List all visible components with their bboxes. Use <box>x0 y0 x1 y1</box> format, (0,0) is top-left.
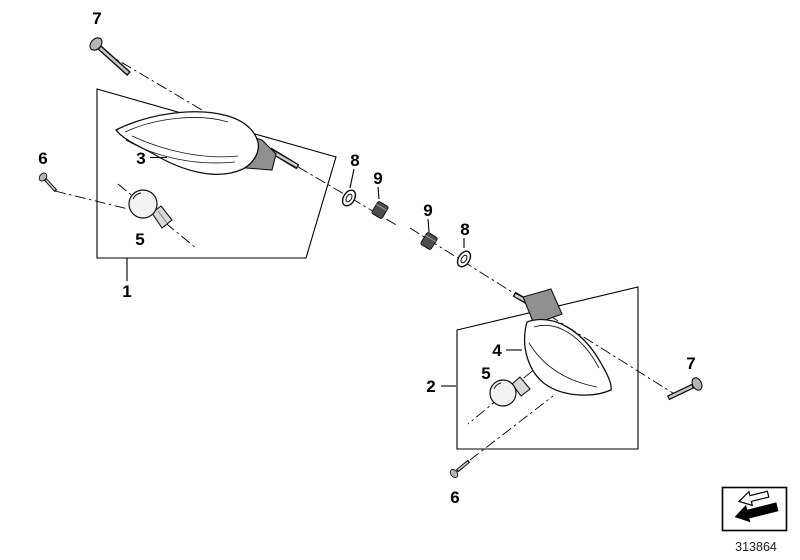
bulb-front-base-tick <box>157 210 168 224</box>
callout-bulb-rear[interactable]: 5 <box>481 364 490 383</box>
tapping-screw-rear-thread <box>457 461 469 471</box>
tapping-screw-rear <box>449 459 471 478</box>
tapping-screw-rear-head <box>449 469 459 478</box>
callout-tapping-screw-front[interactable]: 6 <box>38 149 47 168</box>
callout-screw-rear[interactable]: 7 <box>686 354 695 373</box>
bulb-front <box>128 189 173 229</box>
washer-rear <box>456 250 472 268</box>
grommet-front-edge <box>376 203 387 211</box>
center-lines <box>54 51 677 461</box>
lamp-rear-lens <box>523 318 612 396</box>
assembly-frame-front <box>96 88 337 259</box>
grommet-rear-edge <box>425 234 436 243</box>
turn-indicator-rear <box>512 288 612 396</box>
screw-front-head <box>89 37 103 51</box>
lamp-front-lens <box>115 111 260 175</box>
grommet-rear-body <box>420 232 438 250</box>
leader-grommet-rear <box>427 218 430 233</box>
diagram-number: 313864 <box>735 540 777 554</box>
callout-lamp-front[interactable]: 3 <box>136 149 145 168</box>
callout-tapping-screw-rear[interactable]: 6 <box>450 488 459 507</box>
washer-rear-inner <box>460 254 468 264</box>
callout-washer-rear[interactable]: 8 <box>460 220 469 239</box>
axis-main-rear <box>409 227 677 396</box>
callout-grommet-front[interactable]: 9 <box>373 169 382 188</box>
washer-front <box>341 189 357 207</box>
tapping-screw-front <box>38 172 58 193</box>
lamp-rear-facet-top <box>533 325 600 369</box>
lamp-front-facet-mid <box>131 135 239 158</box>
grommet-front <box>371 201 389 219</box>
screw-front <box>89 37 131 77</box>
callout-assembly-rear[interactable]: 2 <box>426 377 435 396</box>
turn-indicator-front <box>115 111 300 175</box>
lamp-rear-facet-bottom <box>528 342 598 388</box>
arrow-solid-icon <box>734 502 779 523</box>
washer-front-inner <box>345 193 353 203</box>
screw-front-shaft-thread <box>99 47 129 74</box>
callout-assembly-front[interactable]: 1 <box>122 282 131 301</box>
axis-screw-rear <box>469 395 554 461</box>
grommet-front-body <box>371 201 389 219</box>
callout-lamp-rear[interactable]: 4 <box>492 341 502 360</box>
bulb-front-highlight <box>132 192 142 200</box>
washer-rear-outer <box>456 250 472 268</box>
callout-washer-front[interactable]: 8 <box>350 151 359 170</box>
callout-bulb-front[interactable]: 5 <box>135 230 144 249</box>
callouts: 7 6 3 5 1 8 9 9 8 4 5 2 7 6 <box>38 9 695 507</box>
bulb-front-glass <box>128 189 158 219</box>
screw-rear-shaft-thread <box>668 385 693 399</box>
tapping-screw-front-head <box>38 172 48 182</box>
tapping-screw-front-thread <box>45 179 56 191</box>
lamp-rear-stem <box>522 288 563 325</box>
bulb-rear-base <box>511 376 531 397</box>
screw-rear-head <box>691 377 703 391</box>
callout-grommet-rear[interactable]: 9 <box>423 201 432 220</box>
washer-front-outer <box>341 189 357 207</box>
arrow-outline-icon <box>737 490 770 507</box>
bulb-rear <box>489 376 531 407</box>
bulb-rear-glass <box>489 379 517 407</box>
lamp-front-facet-top <box>124 117 229 133</box>
screw-rear <box>666 377 703 401</box>
leader-washer-front <box>349 168 355 189</box>
lamp-front-facet-bottom <box>125 139 236 164</box>
leader-grommet-front <box>377 186 380 200</box>
diagram-selection-arrow-icon <box>734 490 779 523</box>
assembly-frame-rear <box>456 286 639 450</box>
callout-screw-front[interactable]: 7 <box>92 9 101 28</box>
bulb-rear-highlight <box>493 382 502 390</box>
leader-lines <box>126 156 522 387</box>
axis-screw-front <box>54 190 129 210</box>
grommet-rear <box>420 232 438 250</box>
thumbnail-nav-box[interactable] <box>721 486 788 532</box>
